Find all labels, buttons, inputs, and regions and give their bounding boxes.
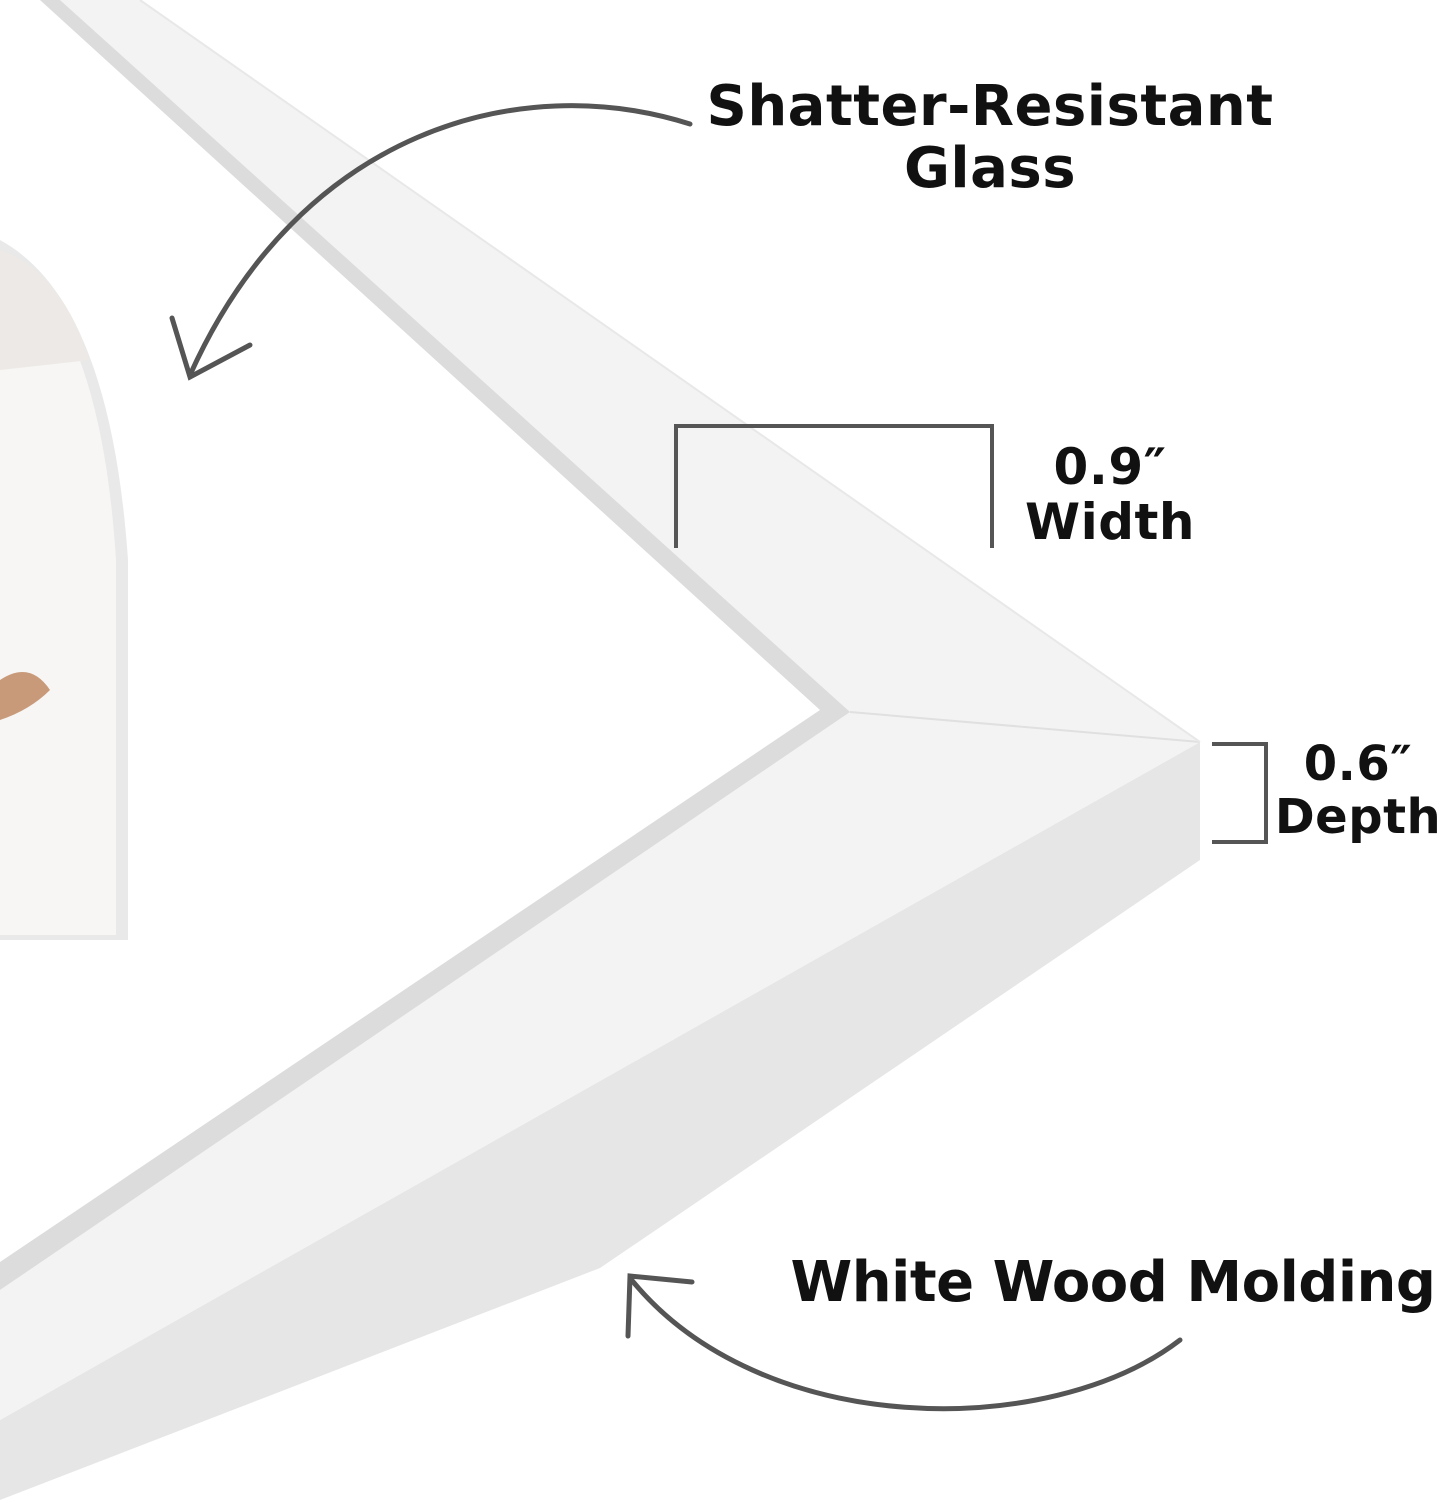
glass-arrow-icon [169, 103, 693, 381]
baby-arm [0, 672, 50, 720]
photo-arch [0, 240, 128, 940]
width-text: Width [1024, 493, 1196, 551]
depth-value: 0.6″ [1303, 736, 1413, 792]
width-bracket-icon [674, 424, 994, 548]
depth-bracket-icon [1212, 742, 1268, 844]
depth-text: Depth [1274, 788, 1442, 845]
molding-label: White Wood Molding [790, 1250, 1436, 1315]
frame-front-face [0, 0, 1200, 1420]
width-label: 0.9″ Width [1010, 440, 1210, 550]
glass-label: Shatter-Resistant Glass [700, 76, 1280, 199]
depth-label: 0.6″ Depth [1270, 738, 1446, 844]
width-value: 0.9″ [1053, 438, 1167, 496]
glass-label-line1: Shatter-Resistant [706, 74, 1274, 139]
molding-arrow-icon [625, 1273, 1183, 1412]
frame-depth-face [0, 742, 1200, 1500]
glass-label-line2: Glass [903, 135, 1077, 201]
